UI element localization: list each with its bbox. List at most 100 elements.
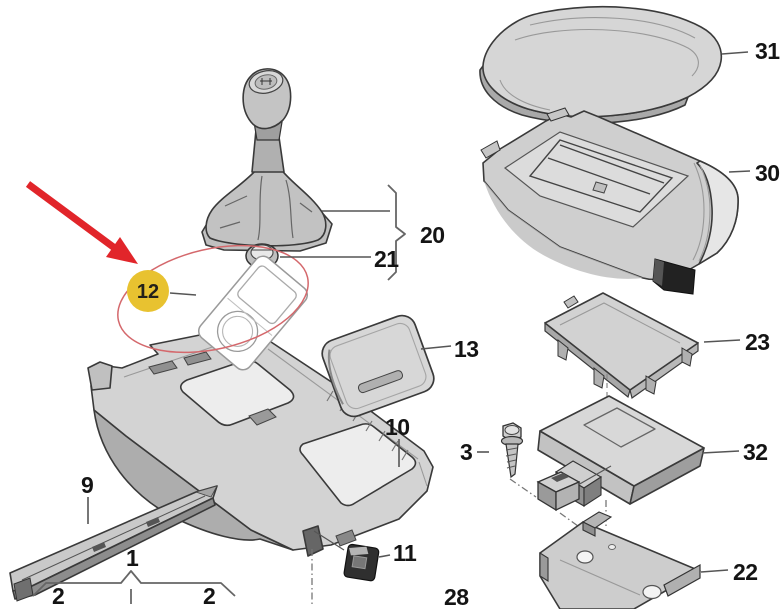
callout-32[interactable]: 32 [701, 439, 768, 465]
console-slot-2 [183, 351, 212, 366]
badge-circle[interactable] [127, 270, 169, 312]
trim-plate-seam [227, 297, 273, 336]
armrest-rail-frame [528, 139, 674, 213]
callout-21-label[interactable]: 21 [374, 246, 400, 272]
arrow-head [106, 237, 138, 264]
armrest-connector-face [653, 259, 664, 286]
part-22-mounting-bracket [539, 511, 701, 609]
shift-boot [205, 159, 327, 247]
callout-13-line [420, 345, 452, 350]
bracket-rib [559, 559, 641, 596]
armrest-body-shade [484, 181, 643, 279]
callout-31-label[interactable]: 31 [755, 38, 781, 64]
trim-plate-shifter-opening [237, 265, 297, 325]
callout-11[interactable]: 11 [378, 540, 418, 566]
callout-12-badge[interactable]: 12 [127, 270, 197, 312]
callout-13[interactable]: 13 [420, 336, 479, 362]
lid-contour-1 [529, 17, 696, 39]
callout-23-line [703, 339, 741, 343]
armrest-latch [592, 181, 608, 194]
callout-3[interactable]: 3 [460, 439, 489, 465]
plate-tab-4 [681, 347, 693, 367]
callout-31[interactable]: 31 [721, 38, 781, 64]
plate-top [544, 292, 699, 391]
armrest-rail-1 [547, 157, 651, 195]
module-top [539, 395, 705, 487]
callout-22-label[interactable]: 22 [733, 559, 758, 585]
callout-22[interactable]: 22 [700, 559, 758, 585]
callout-10-label[interactable]: 10 [385, 414, 410, 440]
bolt-axis-line-1 [509, 478, 537, 498]
console-left-arm-tip [87, 361, 113, 391]
part-9-trim-strip [9, 485, 218, 602]
arrow-shaft [25, 181, 119, 252]
highlight-ellipse [117, 244, 309, 354]
lid-contour-3 [499, 79, 551, 111]
strip-front-edge [12, 497, 216, 600]
callout-12-label[interactable]: 12 [137, 281, 159, 303]
console-rim-edge [418, 461, 428, 487]
callout-30-label[interactable]: 30 [755, 160, 780, 186]
module-connector-side [583, 475, 602, 508]
brace-20 [387, 184, 406, 281]
callout-13-label[interactable]: 13 [454, 336, 479, 362]
callout-28[interactable]: 28 [444, 584, 470, 609]
part-3-bolt [500, 422, 524, 479]
plate-tab-1 [557, 338, 569, 361]
armrest-tray [503, 131, 690, 228]
part-31-armrest-lid [479, 6, 723, 125]
strip-slot-2 [146, 517, 160, 527]
callout-28-label[interactable]: 28 [444, 584, 470, 609]
armrest-tab-left [480, 140, 501, 159]
part-30-armrest-body [480, 107, 739, 295]
clip-nut [536, 471, 581, 512]
callout-20-label[interactable]: 20 [420, 222, 445, 248]
console-slot-1 [148, 360, 178, 375]
callout-32-label[interactable]: 32 [743, 439, 768, 465]
plate-inner-line [559, 302, 681, 344]
lid-contour-2 [514, 28, 699, 77]
callout-2-left-label[interactable]: 2 [52, 583, 65, 609]
callout-20[interactable]: 20 [322, 184, 445, 281]
lid-grip-slot [357, 370, 404, 394]
callout-21[interactable]: 21 [280, 246, 400, 272]
brace-1 [32, 570, 236, 597]
callout-31-line [721, 51, 749, 55]
module-top-emboss [583, 407, 656, 448]
clip-inner [351, 555, 368, 570]
bracket-flange-left [539, 552, 549, 582]
callout-23[interactable]: 23 [703, 329, 770, 355]
armrest-front-band [696, 160, 739, 265]
part-11-clip [343, 543, 380, 582]
pointer-arrow-icon [25, 181, 138, 264]
armrest-tab-top [546, 107, 570, 122]
part-20-shift-knob-and-boot [201, 68, 333, 252]
bracket-hole-2 [608, 544, 616, 550]
band-groove-2 [692, 162, 705, 261]
bracket-hole-1 [576, 550, 594, 564]
plate-tab-2 [593, 366, 605, 389]
callout-32-line [701, 450, 740, 454]
bracket-lip-right [663, 563, 701, 597]
callout-11-label[interactable]: 11 [393, 540, 418, 566]
callout-1-group-brace[interactable]: 1 2 2 [32, 545, 236, 609]
lid-edge-shade [327, 349, 344, 405]
callout-1-label[interactable]: 1 [126, 545, 140, 571]
callout-10[interactable]: 10 [385, 414, 410, 467]
callout-2-right-label[interactable]: 2 [203, 583, 216, 609]
knob-cap-inner [254, 74, 278, 90]
callout-3-label[interactable]: 3 [460, 439, 473, 465]
strip-ridge [21, 495, 206, 581]
callout-9[interactable]: 9 [81, 472, 94, 524]
callout-23-label[interactable]: 23 [745, 329, 770, 355]
strip-slot-1 [92, 542, 106, 552]
callout-11-line [378, 554, 391, 558]
callout-9-label[interactable]: 9 [81, 472, 94, 498]
console-to-clip-line [313, 530, 345, 551]
bracket-plate [539, 521, 701, 609]
callout-30[interactable]: 30 [728, 160, 780, 186]
part-13-storage-lid [321, 314, 435, 418]
shift-pattern-icon [260, 78, 272, 85]
